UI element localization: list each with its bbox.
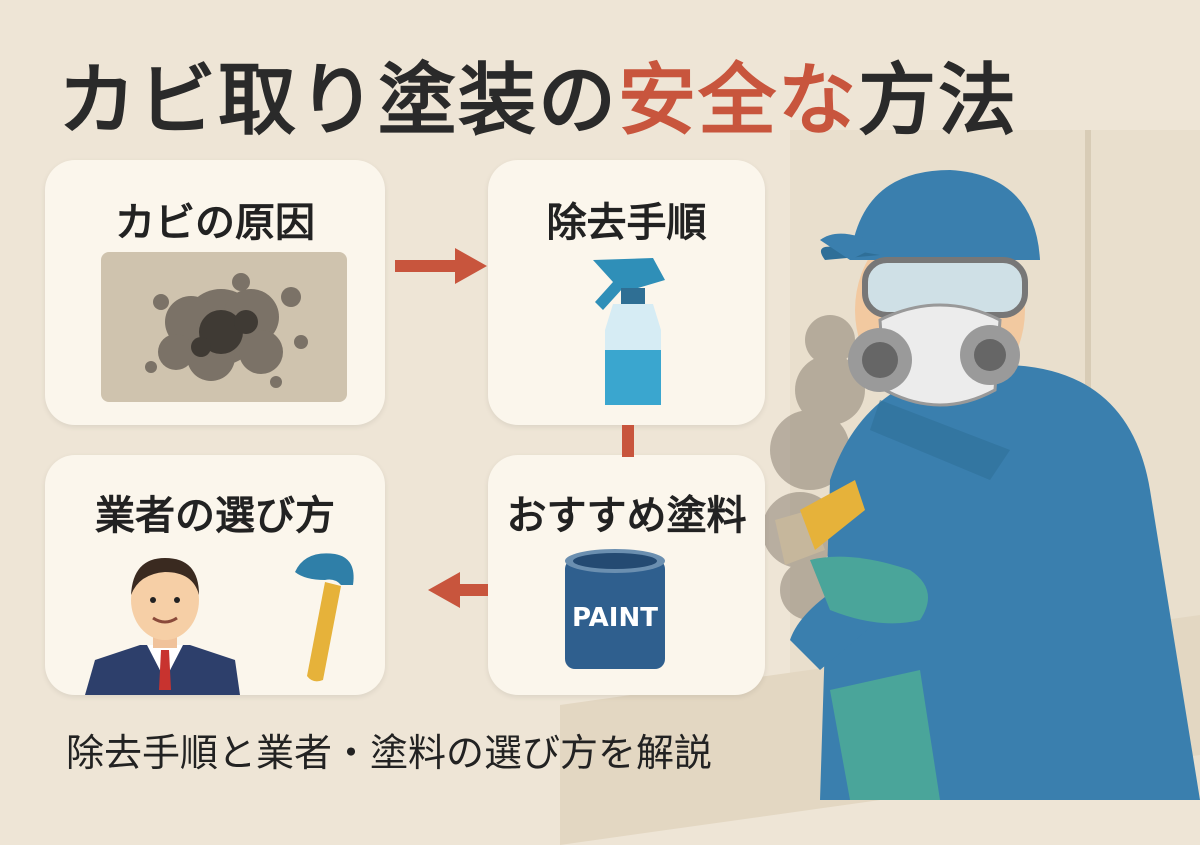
card-title: おすすめ塗料 (506, 493, 747, 539)
mold-dust-cloud (762, 315, 865, 620)
mold-stain-icon (101, 252, 347, 402)
card-title: カビの原因 (115, 200, 315, 246)
connector-line (622, 425, 634, 457)
paint-can-label: PAINT (572, 603, 658, 633)
arrow-right-icon (395, 248, 487, 284)
title-part2: 方法 (858, 56, 1019, 146)
title-accent: 安全な (618, 56, 859, 146)
hammer-icon (295, 553, 354, 682)
spray-bottle-icon (593, 258, 665, 405)
page-title: カビ取り塗装の安全な方法 (58, 38, 1018, 150)
card-removal-steps: 除去手順 (488, 160, 765, 425)
card-title: 除去手順 (546, 200, 707, 246)
card-mold-cause: カビの原因 (45, 160, 385, 425)
card-recommended-paint: おすすめ塗料 PAINT (488, 455, 765, 695)
card-contractor-selection: 業者の選び方 (45, 455, 385, 695)
card-title: 業者の選び方 (95, 493, 335, 539)
title-part1: カビ取り塗装の (58, 56, 619, 146)
arrow-left-icon (428, 572, 488, 608)
businessman-icon (85, 558, 240, 695)
subtitle: 除去手順と業者・塗料の選び方を解説 (66, 731, 713, 775)
worker-illustration (762, 170, 1200, 800)
paint-can-icon (565, 549, 665, 669)
